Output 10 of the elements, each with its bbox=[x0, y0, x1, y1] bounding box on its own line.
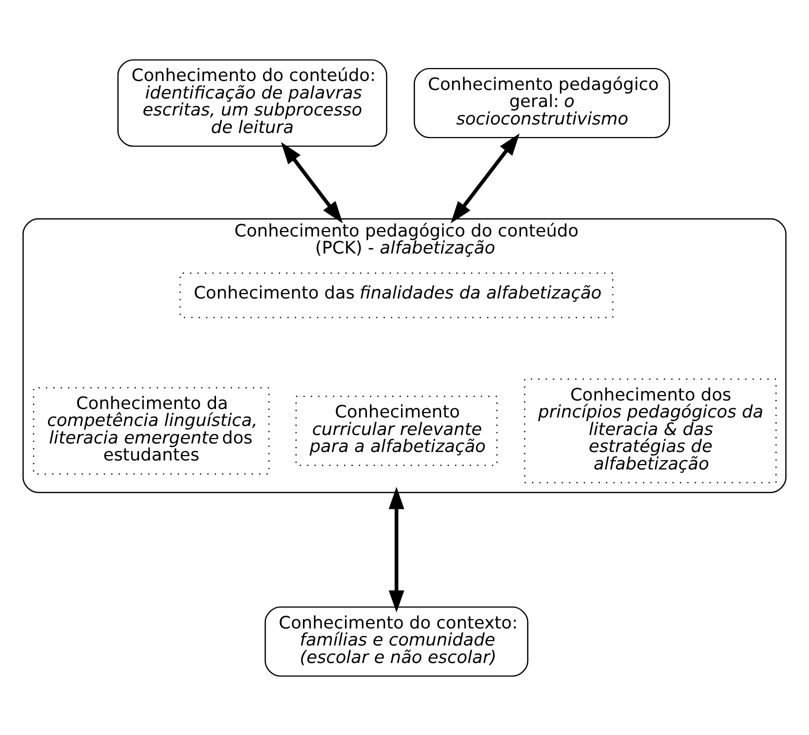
node-box: Conhecimento dos princípios pedagógicos da literacia & das estratégias de alfabetização bbox=[524, 378, 777, 483]
arrow bbox=[388, 486, 404, 612]
node-box: Conhecimento das finalidades da alfabetização bbox=[180, 272, 614, 318]
node-box: Conhecimento do contexto: famílias e comunidade (escolar e não escolar) bbox=[264, 606, 528, 676]
node-box: Conhecimento pedagógico geral: o socioconstrutivismo bbox=[414, 67, 670, 138]
node-box: Conhecimento da competência linguística, literacia emergente dos estudantes bbox=[32, 386, 270, 474]
arrow bbox=[280, 141, 343, 223]
arrow bbox=[450, 132, 520, 223]
node-box: Conhecimento curricular relevante para a alfabetização bbox=[295, 395, 498, 466]
node-box: Conhecimento do conteúdo: identificação de palavras escritas, um subprocesso de leitura bbox=[117, 58, 388, 146]
